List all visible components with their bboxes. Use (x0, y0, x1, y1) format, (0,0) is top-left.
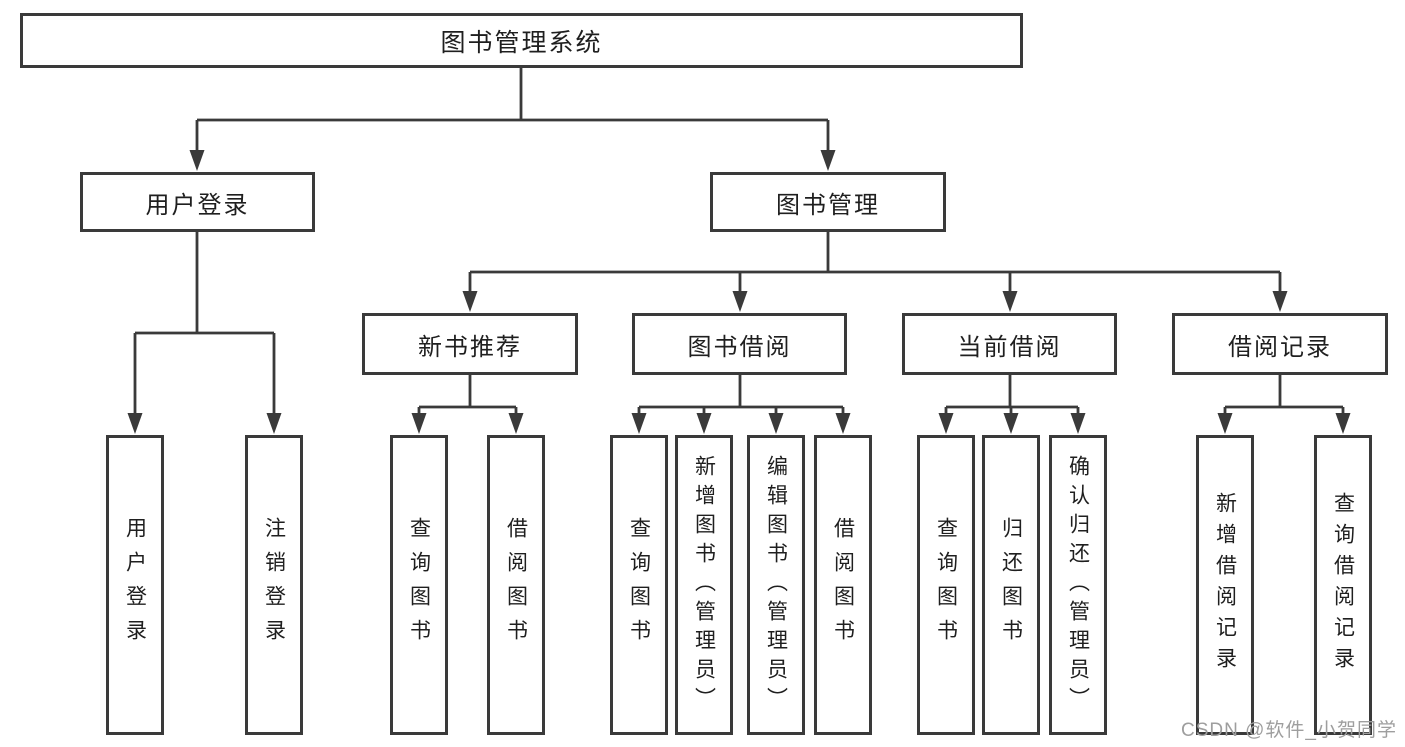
leaf-label: 确认归还（管理员） (1066, 454, 1090, 716)
leaf-label: 编辑图书（管理员） (764, 454, 788, 716)
node-book-management: 图书管理 (710, 172, 946, 232)
node-current-borrowing: 当前借阅 (902, 313, 1117, 375)
node-label: 图书管理 (776, 191, 880, 219)
leaf-user-login: 用户登录 (106, 435, 164, 735)
leaf-confirm-return-admin: 确认归还（管理员） (1049, 435, 1107, 735)
node-library-management-system: 图书管理系统 (20, 13, 1023, 68)
leaf-label: 查询图书 (934, 517, 958, 653)
leaf-label: 归还图书 (999, 517, 1023, 653)
node-user-login: 用户登录 (80, 172, 315, 232)
connector-book-management-to-children (462, 232, 1288, 312)
node-label: 图书管理系统 (440, 28, 603, 57)
leaf-logout: 注销登录 (245, 435, 303, 735)
leaf-borrow-books-borrowing: 借阅图书 (814, 435, 872, 735)
node-label: 图书借阅 (687, 333, 792, 361)
leaf-label: 查询借阅记录 (1331, 492, 1355, 678)
connector-new-book-to-children (411, 375, 524, 434)
connector-root-to-level2 (189, 68, 836, 171)
leaf-return-books: 归还图书 (982, 435, 1040, 735)
node-label: 用户登录 (145, 191, 250, 219)
connector-borrow-record-to-children (1217, 375, 1351, 434)
leaf-add-borrow-record: 新增借阅记录 (1196, 435, 1254, 735)
leaf-query-borrow-record: 查询借阅记录 (1314, 435, 1372, 735)
leaf-label: 新增借阅记录 (1213, 492, 1237, 678)
node-book-borrowing: 图书借阅 (632, 313, 847, 375)
leaf-edit-books-admin: 编辑图书（管理员） (747, 435, 805, 735)
leaf-query-books-current: 查询图书 (917, 435, 975, 735)
leaf-label: 借阅图书 (504, 517, 528, 653)
leaf-borrow-books-newbook: 借阅图书 (487, 435, 545, 735)
leaf-query-books-borrowing: 查询图书 (610, 435, 668, 735)
node-label: 借阅记录 (1228, 333, 1332, 361)
leaf-label: 查询图书 (627, 517, 651, 653)
leaf-label: 注销登录 (262, 517, 286, 653)
leaf-query-books-newbook: 查询图书 (390, 435, 448, 735)
node-borrowing-records: 借阅记录 (1172, 313, 1388, 375)
leaf-add-books-admin: 新增图书（管理员） (675, 435, 733, 735)
node-label: 当前借阅 (957, 333, 1062, 361)
csdn-watermark: CSDN @软件_小贺同学 (1181, 720, 1397, 741)
leaf-label: 借阅图书 (831, 517, 855, 653)
node-label: 新书推荐 (418, 333, 522, 361)
connector-user-login-to-children (127, 232, 282, 434)
leaf-label: 新增图书（管理员） (692, 454, 716, 716)
leaf-label: 查询图书 (407, 517, 431, 653)
connector-current-borrow-to-children (938, 375, 1086, 434)
node-new-book-recommendation: 新书推荐 (362, 313, 578, 375)
leaf-label: 用户登录 (123, 517, 147, 653)
connector-book-borrow-to-children (631, 375, 851, 434)
